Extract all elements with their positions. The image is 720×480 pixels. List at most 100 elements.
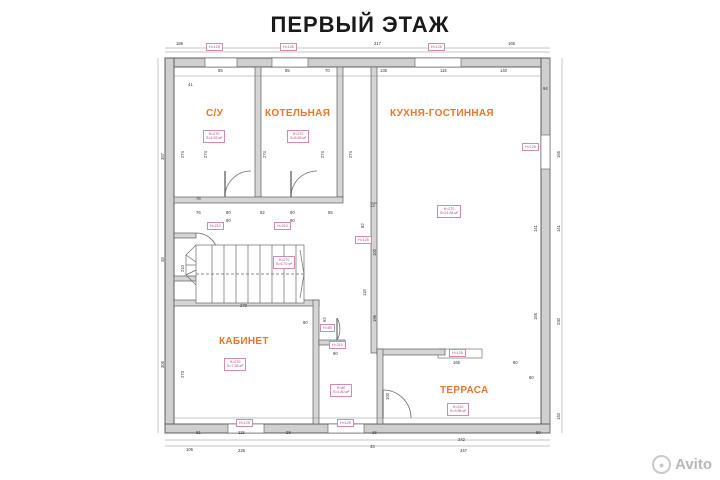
area-tag-boiler: H=270 S=6.65 м² bbox=[287, 130, 310, 143]
opening-tag: H=210 bbox=[329, 341, 346, 350]
dimension-text: 28 bbox=[286, 430, 291, 435]
dimension-text: 165 bbox=[556, 151, 561, 158]
dimension-text: 41 bbox=[188, 82, 193, 87]
area-tag-area: S=21.84 м² bbox=[440, 211, 459, 216]
dimension-text: 155 bbox=[533, 313, 538, 320]
dimension-text: 90 bbox=[290, 218, 295, 223]
dimension-text: 76 bbox=[196, 210, 201, 215]
avito-logo-icon: ● bbox=[652, 455, 672, 474]
dimension-text: 274 bbox=[348, 151, 353, 158]
dimension-lines bbox=[157, 47, 563, 447]
opening-tag: H=80 bbox=[320, 324, 335, 333]
dimension-text: 55 bbox=[328, 210, 333, 215]
area-tag-height: H=270 bbox=[278, 258, 290, 262]
dimension-text: 80 bbox=[529, 375, 534, 380]
dimension-text: 186 bbox=[176, 41, 183, 46]
dimension-text: 81 bbox=[196, 430, 201, 435]
opening-tag-area: S=1.80 м² bbox=[333, 390, 350, 395]
area-tag-office: H=270 S=7.38 м² bbox=[224, 358, 247, 371]
dimension-text: 62 bbox=[260, 210, 265, 215]
room-label-kitchen: КУХНЯ-ГОСТИННАЯ bbox=[390, 108, 494, 119]
dimension-text: 141 bbox=[556, 225, 561, 232]
opening-tag-height: H=80 bbox=[336, 386, 346, 390]
opening-tag: H=210 bbox=[207, 222, 224, 231]
area-tag-height: H=270 bbox=[443, 207, 455, 211]
opening-tag: H=210 bbox=[274, 222, 291, 231]
area-tag-area: S=6.70 м² bbox=[276, 262, 293, 267]
window-tag: H=125 bbox=[337, 419, 354, 428]
dimension-text: 70 bbox=[325, 68, 330, 73]
dimension-text: 217 bbox=[374, 41, 381, 46]
area-tag-stairs: H=270 S=6.70 м² bbox=[273, 256, 296, 269]
dimension-text: 210 bbox=[180, 265, 185, 272]
opening-tag: H=80 S=1.80 м² bbox=[330, 384, 353, 397]
interior-walls bbox=[173, 66, 446, 425]
dimension-text: 140 bbox=[556, 413, 561, 420]
dimension-text: 115 bbox=[440, 68, 447, 73]
page-title: ПЕРВЫЙ ЭТАЖ bbox=[270, 12, 450, 37]
dimension-text: 274 bbox=[203, 151, 208, 158]
dimension-text: 118 bbox=[362, 289, 367, 296]
avito-watermark-text: Avito bbox=[675, 456, 712, 473]
area-tag-su: H=270 S=4.53 м² bbox=[203, 130, 226, 143]
area-tag-terrace: H=210 S=9.86 м² bbox=[447, 403, 470, 416]
area-tag-area: S=4.53 м² bbox=[206, 136, 223, 141]
dimension-text: 347 bbox=[460, 448, 467, 453]
area-tag-area: S=7.38 м² bbox=[227, 364, 244, 369]
area-tag-height: H=270 bbox=[229, 360, 241, 364]
dimension-text: 230 bbox=[556, 318, 561, 325]
dimension-text: 80 bbox=[226, 210, 231, 215]
dimension-text: 274 bbox=[180, 151, 185, 158]
dimension-text: 165 bbox=[453, 360, 460, 365]
avito-watermark: ● Avito bbox=[652, 455, 712, 474]
dimension-text: 12 bbox=[370, 203, 375, 208]
dimension-text: 94 bbox=[543, 86, 548, 91]
window-tag: H=125 bbox=[428, 43, 445, 52]
dimension-text: 80 bbox=[513, 360, 518, 365]
area-tag-area: S=9.86 м² bbox=[450, 409, 467, 414]
area-tag-area: S=6.65 м² bbox=[290, 136, 307, 141]
dimension-text: 141 bbox=[533, 225, 538, 232]
area-tag-height: H=270 bbox=[208, 132, 220, 136]
dimension-text: 115 bbox=[238, 430, 245, 435]
window-tag: H=125 bbox=[236, 419, 253, 428]
dimension-text: 357 bbox=[160, 153, 165, 160]
area-tag-height: H=210 bbox=[452, 405, 464, 409]
dimension-text: 165 bbox=[508, 41, 515, 46]
room-label-office: КАБИНЕТ bbox=[219, 336, 269, 347]
dimension-text: 85 bbox=[285, 68, 290, 73]
dimension-text: 16 bbox=[372, 430, 377, 435]
room-label-su: С/У bbox=[206, 108, 224, 119]
dimension-text: 135 bbox=[380, 68, 387, 73]
dimension-text: 140 bbox=[500, 68, 507, 73]
dimension-text: 342 bbox=[458, 437, 465, 442]
dimension-text: 85 bbox=[218, 68, 223, 73]
dimension-text: 100 bbox=[372, 249, 377, 256]
dimension-text: 76 bbox=[196, 196, 201, 201]
window-tag: H=125 bbox=[449, 349, 466, 358]
dimension-text: 106 bbox=[186, 447, 193, 452]
window-tag: H=125 bbox=[280, 43, 297, 52]
dimension-text: 82 bbox=[360, 223, 365, 228]
dimension-text: 80 bbox=[303, 320, 308, 325]
dimension-text: 48 bbox=[160, 257, 165, 262]
dimension-text: 196 bbox=[372, 315, 377, 322]
room-label-terrace: ТЕРРАСА bbox=[440, 385, 489, 396]
staircase bbox=[185, 244, 305, 304]
window-tag: H=125 bbox=[355, 236, 372, 245]
dimension-text: 80 bbox=[536, 430, 541, 435]
dimension-text: 90 bbox=[290, 210, 295, 215]
dimension-text: 274 bbox=[262, 151, 267, 158]
dimension-text: 273 bbox=[180, 371, 185, 378]
dimension-text: 90 bbox=[333, 351, 338, 356]
area-tag-height: H=270 bbox=[292, 132, 304, 136]
dimension-text: 62 bbox=[322, 317, 327, 322]
dimension-text: 274 bbox=[320, 151, 325, 158]
dimension-text: 270 bbox=[240, 303, 247, 308]
dimension-text: 43 bbox=[370, 444, 375, 449]
door-swings bbox=[195, 170, 412, 419]
window-tag: H=125 bbox=[522, 143, 539, 152]
dimension-text: 306 bbox=[160, 361, 165, 368]
